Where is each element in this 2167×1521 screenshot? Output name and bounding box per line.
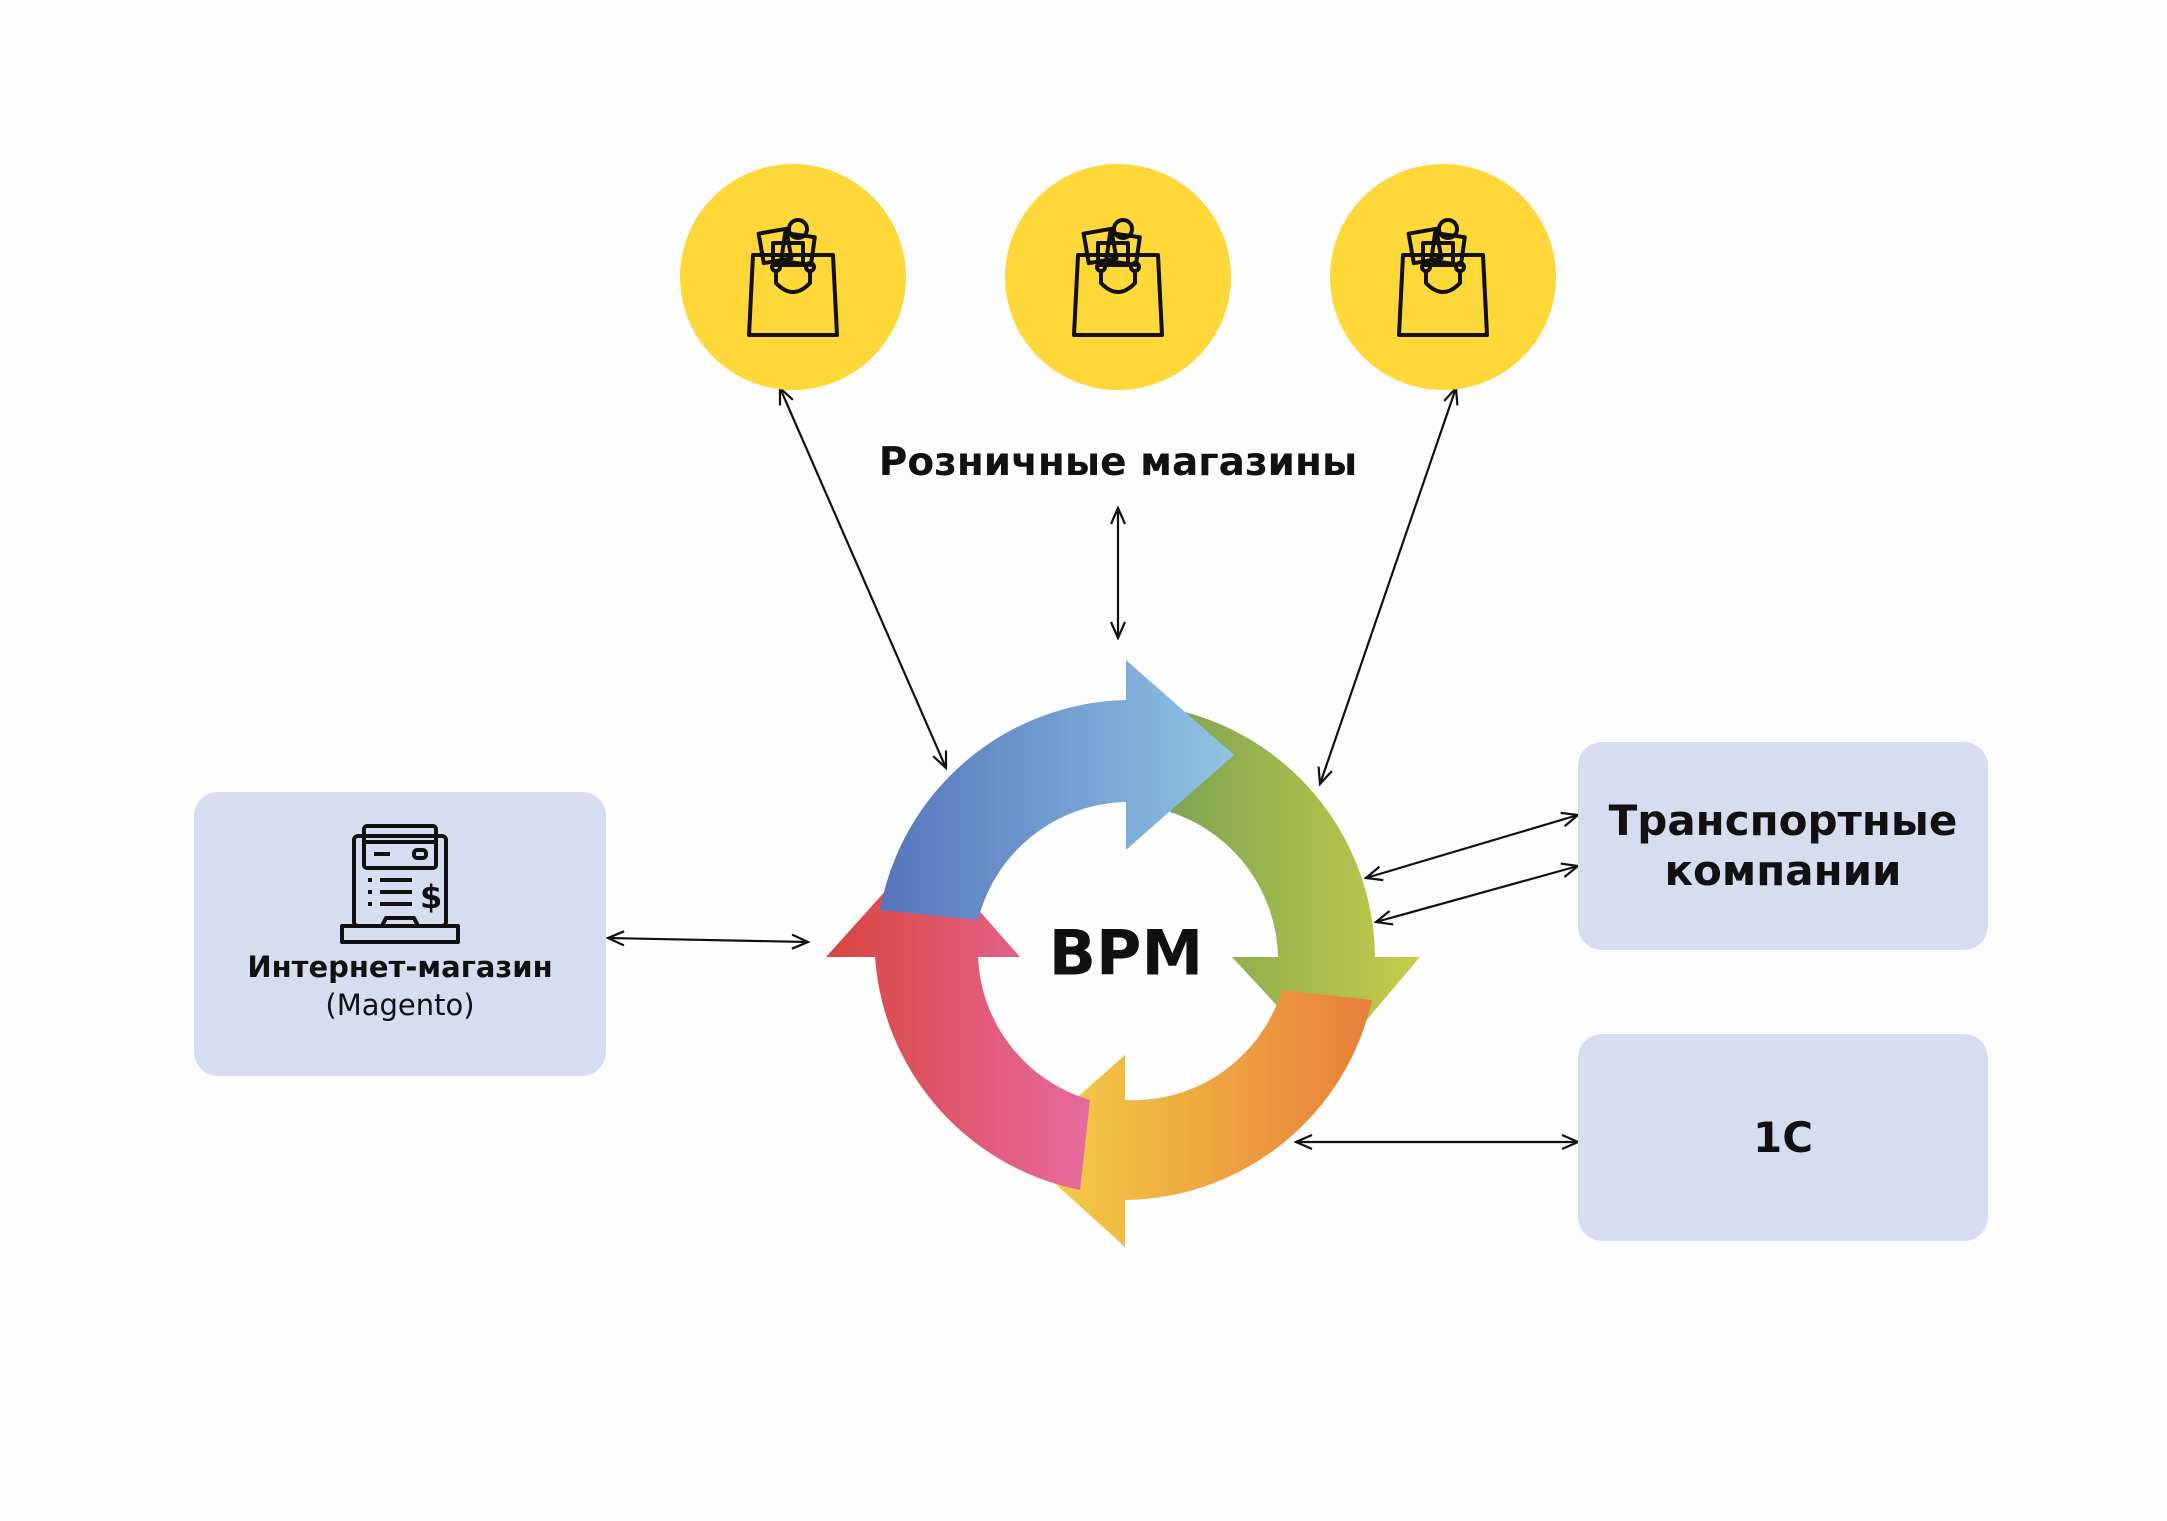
connector-transport-1 (1366, 815, 1578, 878)
online-shop-subtitle: (Magento) (325, 988, 475, 1022)
cycle-arrow-orange (1018, 990, 1372, 1247)
online-shop-title: Интернет-магазин (247, 950, 553, 984)
cycle-arrow-red (826, 848, 1090, 1190)
transport-line-1: Транспортные (1608, 796, 1958, 845)
cycle-arrow-green (1170, 712, 1420, 1063)
bpm-label: BPM (1048, 916, 1204, 990)
laptop-payment-icon: $ (340, 824, 460, 944)
bpm-cycle (826, 660, 1420, 1247)
transport-companies-box: Транспортные компании (1578, 742, 1988, 950)
cycle-arrow-blue (880, 660, 1234, 920)
retail-store-2 (1005, 164, 1231, 390)
shopping-bag-icon (747, 218, 839, 337)
retail-store-1 (680, 164, 906, 390)
transport-line-2: компании (1664, 846, 1902, 895)
connector-transport-2 (1376, 866, 1578, 922)
connector-online-shop (608, 938, 808, 942)
online-shop-box: $ Интернет-магазин (Magento) (194, 792, 606, 1076)
accounting-1c-label: 1С (1752, 1112, 1814, 1162)
connector-store-3 (1320, 388, 1456, 784)
svg-text:$: $ (420, 878, 442, 916)
accounting-1c-box: 1С (1578, 1034, 1988, 1241)
retail-stores-label: Розничные магазины (878, 440, 1358, 485)
shopping-bag-icon (1072, 218, 1164, 337)
connector-store-1 (780, 388, 946, 768)
retail-store-3 (1330, 164, 1556, 390)
connectors (608, 388, 1578, 1142)
shopping-bag-icon (1397, 218, 1489, 337)
